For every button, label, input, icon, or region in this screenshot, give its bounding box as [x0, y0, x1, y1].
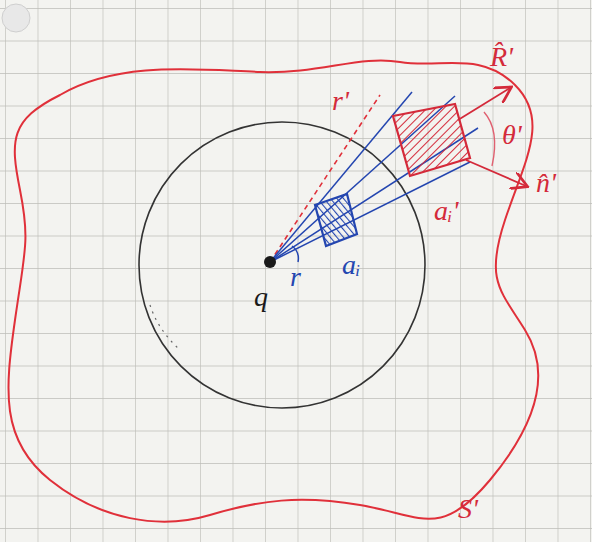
unit-radial-label: R̂'	[488, 42, 515, 72]
distance-label: r'	[330, 86, 351, 116]
area-label: aᵢ'	[432, 196, 460, 226]
normal-label: n̂'	[534, 168, 558, 198]
surface-label: S'	[456, 494, 480, 524]
radius-label: r	[288, 262, 303, 292]
charge-label: q	[252, 282, 270, 312]
angle-label: θ'	[500, 120, 524, 150]
area-label: aᵢ	[340, 250, 362, 280]
